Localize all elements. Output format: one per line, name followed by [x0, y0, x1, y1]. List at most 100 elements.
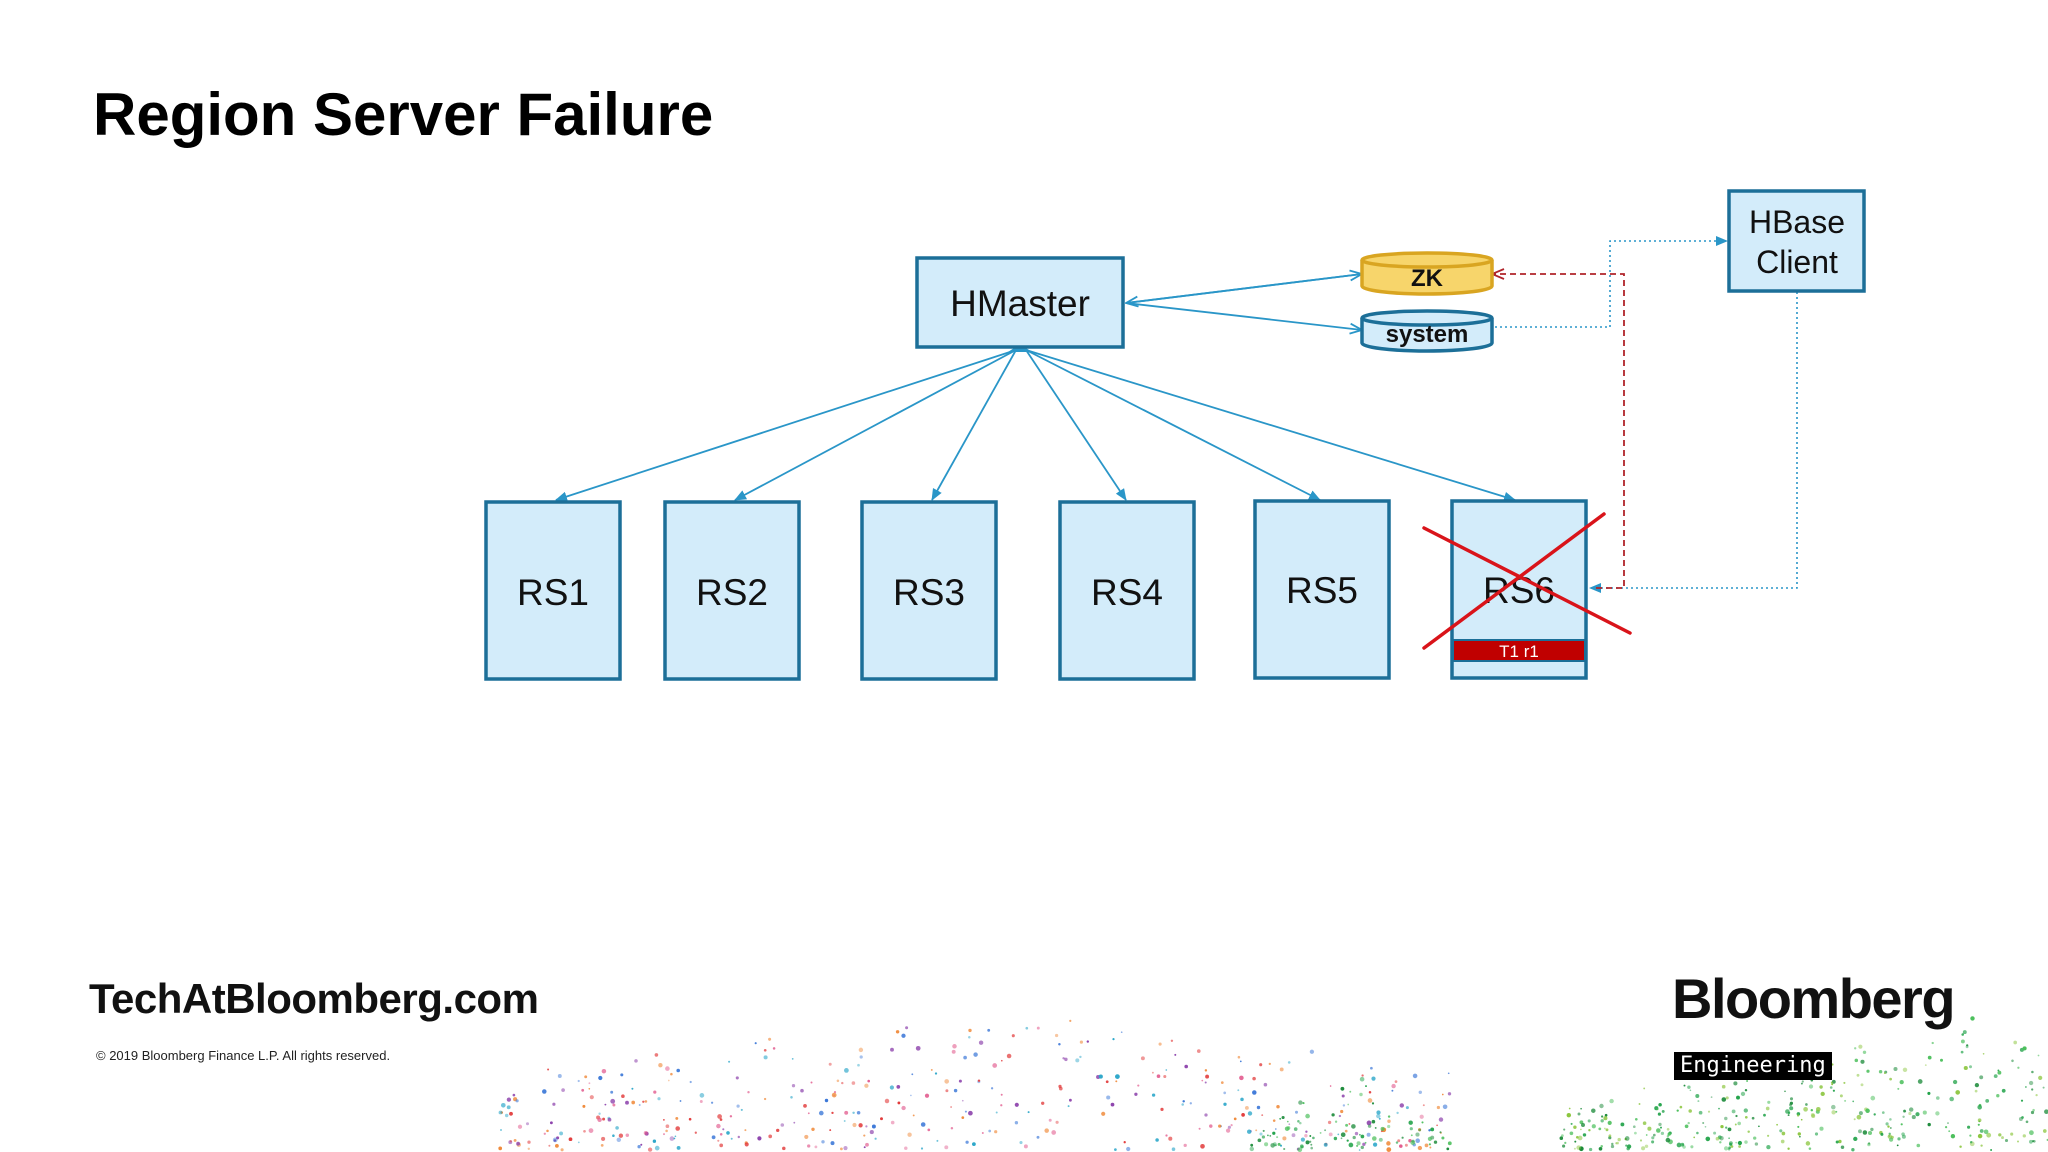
particle-dot — [1744, 1088, 1748, 1092]
particle-dot — [1979, 1129, 1984, 1133]
particle-dot — [968, 1110, 973, 1116]
particle-dot — [1814, 1132, 1819, 1136]
particle-dot — [1600, 1144, 1603, 1148]
particle-dot — [1853, 1136, 1858, 1142]
particle-dot — [506, 1097, 512, 1102]
particle-dot — [512, 1093, 516, 1097]
particle-dot — [1751, 1116, 1755, 1120]
particle-dot — [1917, 1079, 1923, 1084]
particle-dot — [663, 1133, 665, 1136]
particle-dot — [647, 1147, 653, 1152]
particle-dot — [1359, 1092, 1363, 1097]
particle-dot — [1387, 1115, 1391, 1118]
particle-dot — [1731, 1109, 1736, 1114]
particle-dot — [1996, 1094, 2000, 1098]
particle-dot — [1368, 1091, 1372, 1094]
particle-dot — [1410, 1134, 1413, 1137]
particle-dot — [1409, 1127, 1413, 1131]
particle-dot — [1765, 1106, 1770, 1111]
particle-dot — [841, 1081, 844, 1085]
particle-dot — [598, 1112, 601, 1115]
rs6-node-failed: RS6 T1 r1 — [1450, 499, 1588, 680]
particle-dot — [1656, 1107, 1659, 1111]
particle-dot — [1309, 1049, 1315, 1054]
particle-dot — [1241, 1113, 1245, 1117]
particle-dot — [588, 1128, 594, 1133]
arrow-hmaster-rs6 — [1025, 349, 1516, 502]
particle-dot — [1693, 1136, 1696, 1139]
particle-dot — [1889, 1118, 1892, 1121]
particle-dot — [1360, 1145, 1364, 1150]
particle-dot — [1564, 1141, 1567, 1145]
particle-dot — [616, 1137, 622, 1143]
particle-dot — [869, 1130, 874, 1135]
particle-dot — [1679, 1105, 1683, 1109]
particle-dot — [1858, 1111, 1863, 1116]
particle-dot — [1340, 1137, 1343, 1140]
particle-dot — [1690, 1145, 1694, 1149]
particle-dot — [1204, 1069, 1208, 1072]
particle-dot — [1747, 1130, 1750, 1133]
particle-dot — [1380, 1126, 1385, 1131]
particle-dot — [735, 1076, 739, 1080]
particle-dot — [1966, 1044, 1969, 1047]
particle-dot — [527, 1140, 531, 1144]
particle-dot — [1000, 1093, 1003, 1096]
particle-dot — [1952, 1079, 1958, 1085]
particle-dot — [1276, 1104, 1280, 1109]
particle-dot — [1977, 1133, 1983, 1139]
particle-dot — [1036, 1026, 1040, 1030]
particle-dot — [504, 1113, 509, 1118]
particle-dot — [607, 1117, 612, 1122]
particle-dot — [1331, 1113, 1335, 1117]
particle-dot — [719, 1118, 723, 1121]
particle-dot — [1200, 1143, 1205, 1149]
particle-dot — [1272, 1131, 1276, 1135]
particle-dot — [1372, 1142, 1378, 1147]
particle-dot — [992, 1063, 998, 1068]
particle-dot — [689, 1080, 692, 1084]
particle-dot — [1075, 1058, 1080, 1063]
particle-dot — [912, 1114, 915, 1117]
particle-dot — [1352, 1135, 1356, 1140]
particle-dot — [657, 1097, 661, 1101]
particle-dot — [2044, 1109, 2048, 1115]
particle-dot — [1603, 1116, 1608, 1121]
particle-dot — [560, 1148, 564, 1152]
particle-dot — [1114, 1148, 1117, 1151]
particle-dot — [1014, 1102, 1019, 1107]
particle-dot — [1417, 1145, 1423, 1151]
particle-dot — [1441, 1093, 1444, 1096]
particle-dot — [1261, 1114, 1264, 1116]
particle-dot — [884, 1098, 890, 1104]
particle-dot — [818, 1110, 824, 1116]
particle-dot — [1982, 1052, 1985, 1055]
particle-dot — [1374, 1126, 1377, 1129]
particle-dot — [1237, 1089, 1240, 1092]
particle-dot — [772, 1047, 776, 1050]
particle-dot — [1371, 1076, 1376, 1081]
particle-dot — [1969, 1134, 1972, 1137]
particle-dot — [1961, 1033, 1964, 1036]
particle-dot — [604, 1103, 607, 1106]
particle-dot — [1378, 1137, 1383, 1142]
particle-dot — [1858, 1129, 1862, 1134]
particle-dot — [1270, 1143, 1276, 1148]
particle-dot — [1272, 1119, 1276, 1122]
particle-dot — [1348, 1142, 1354, 1148]
particle-dot — [1840, 1145, 1845, 1149]
particle-dot — [1347, 1103, 1350, 1106]
particle-dot — [1079, 1055, 1082, 1059]
particle-dot — [865, 1125, 868, 1128]
particle-dot — [1725, 1126, 1728, 1129]
particle-dot — [1969, 1140, 1973, 1144]
particle-dot — [1223, 1091, 1227, 1095]
particle-dot — [1725, 1096, 1729, 1100]
particle-dot — [1645, 1134, 1648, 1136]
particle-dot — [1299, 1121, 1302, 1125]
particle-dot — [1340, 1132, 1346, 1138]
particle-dot — [1642, 1121, 1647, 1125]
particle-dot — [1909, 1107, 1914, 1112]
particle-dot — [1310, 1146, 1313, 1150]
particle-dot — [1183, 1143, 1187, 1148]
